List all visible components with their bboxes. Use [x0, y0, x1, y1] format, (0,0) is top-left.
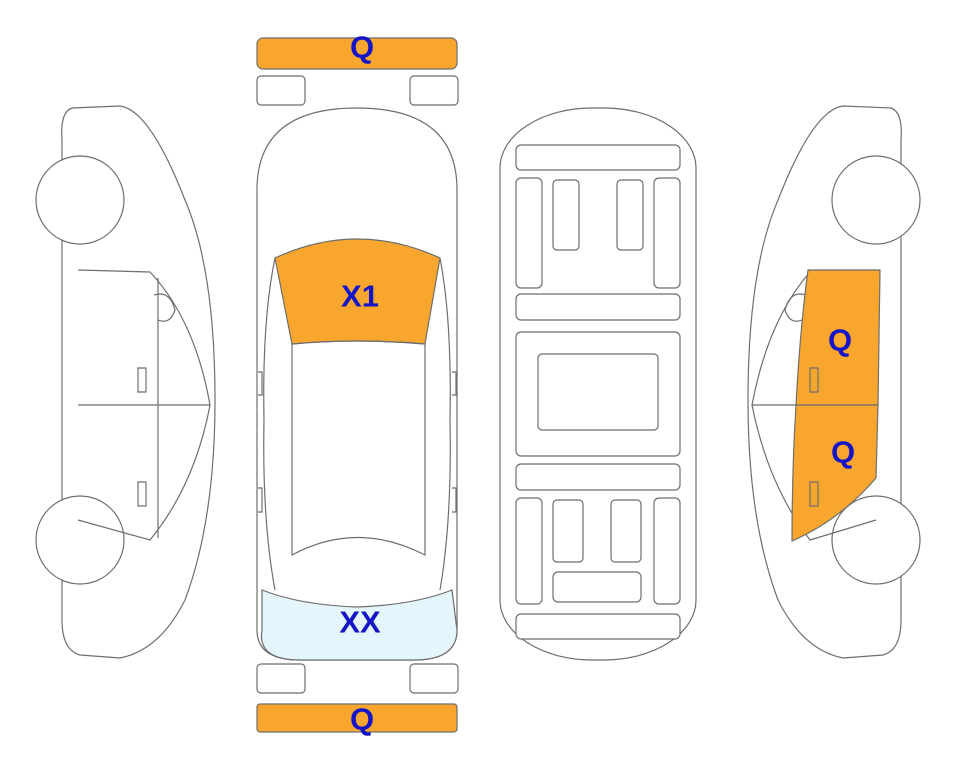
top-roof-line [291, 340, 426, 557]
top-view: Q X1 XX Q [256, 30, 459, 737]
right-rear-wheel [831, 495, 921, 585]
left-mirror [153, 293, 176, 322]
underside-rear-left-block [552, 499, 584, 563]
underside-front-bar [515, 144, 681, 171]
rear-bumper [256, 703, 458, 733]
underside-rear-left-rail [515, 497, 543, 605]
right-rear-door [791, 404, 879, 542]
underside-rear-crossmember [515, 463, 681, 491]
underside-exhaust-box [552, 571, 642, 603]
front-bumper-label: Q [350, 30, 374, 65]
underside-front-crossmember [515, 293, 681, 321]
top-left-mirror [258, 371, 263, 513]
rear-bumper-label: Q [350, 702, 374, 737]
right-mirror [784, 293, 807, 322]
top-body [256, 107, 458, 661]
underside-rear-right-block [610, 499, 642, 563]
right-front-wheel [831, 155, 921, 245]
left-side-view [35, 105, 216, 659]
left-rear-handle [137, 481, 147, 507]
rear-window-label: XX [339, 605, 381, 640]
top-left-side-line [263, 257, 276, 591]
rear-right-light [409, 663, 459, 694]
windshield-label: X1 [341, 279, 379, 314]
underside-rear-bar [515, 613, 681, 640]
underside-front-right-block [616, 179, 644, 251]
left-door-line [78, 278, 210, 538]
rear-left-light [256, 663, 306, 694]
left-rear-wheel [35, 495, 125, 585]
underside-rear-right-rail [653, 497, 681, 605]
right-front-handle [809, 367, 819, 393]
top-right-side-line [439, 257, 451, 591]
right-front-door-label: Q [828, 323, 852, 358]
underside-center-plate [537, 353, 659, 431]
front-bumper [256, 37, 458, 70]
underside-front-left-rail [515, 177, 543, 289]
right-rear-door-label: Q [831, 435, 855, 470]
left-front-wheel [35, 155, 125, 245]
right-side-view: Q Q [747, 105, 921, 659]
underside-front-right-rail [653, 177, 681, 289]
underside-view [499, 107, 697, 661]
front-right-light [409, 75, 459, 106]
top-right-mirror [452, 371, 457, 513]
front-left-light [256, 75, 306, 106]
underside-front-left-block [552, 179, 580, 251]
left-front-handle [137, 367, 147, 393]
rear-window [260, 589, 458, 661]
right-rear-handle [809, 481, 819, 507]
